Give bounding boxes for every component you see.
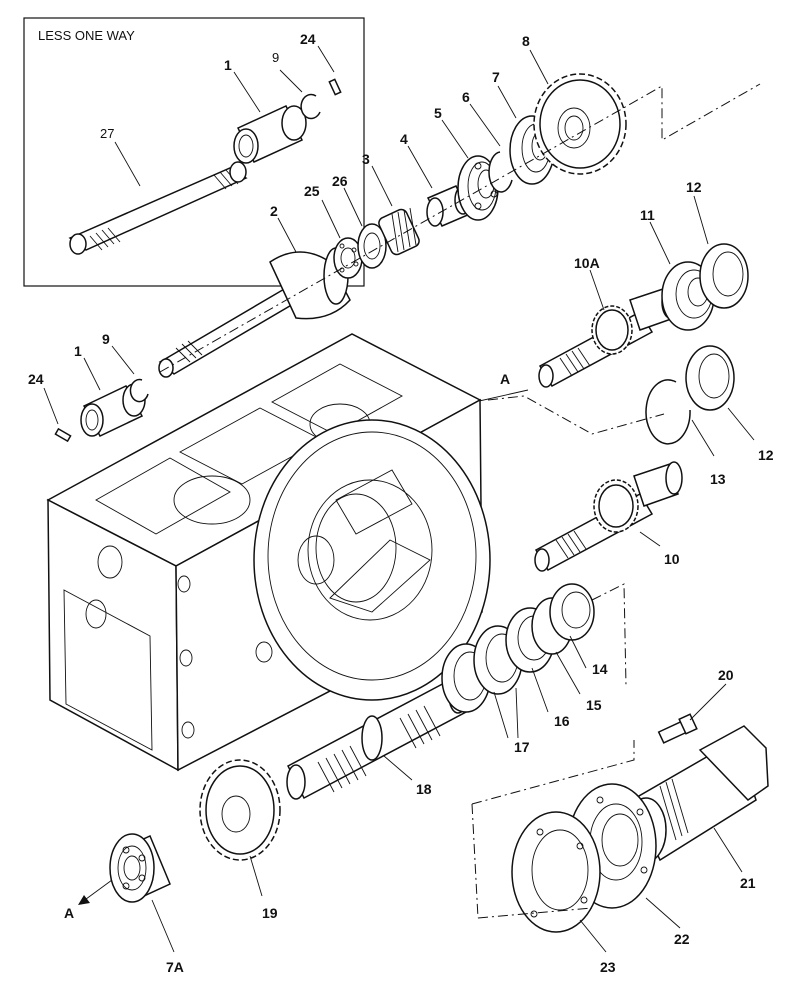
seal-14 xyxy=(549,583,595,641)
lower-shaft-assembly: A 14 15 16 17 18 19 7A xyxy=(64,583,627,975)
label-11: 11 xyxy=(640,207,655,223)
pinion-shaft-10 xyxy=(534,461,683,572)
pin-24-inset xyxy=(328,78,342,96)
label-9: 9 xyxy=(102,331,110,347)
label-14: 14 xyxy=(592,661,608,677)
label-10: 10 xyxy=(664,551,680,567)
seal-12-upper xyxy=(699,243,749,309)
label-21: 21 xyxy=(740,875,756,891)
label-27: 27 xyxy=(100,126,114,141)
label-12-lower: 12 xyxy=(758,447,774,463)
label-9-inset: 9 xyxy=(272,50,279,65)
label-25: 25 xyxy=(304,183,320,199)
label-4: 4 xyxy=(400,131,408,147)
label-2: 2 xyxy=(270,203,278,219)
label-5: 5 xyxy=(434,105,442,121)
inset-title: LESS ONE WAY xyxy=(38,28,135,43)
label-6: 6 xyxy=(462,89,470,105)
gear-19 xyxy=(199,759,281,861)
label-7A: 7A xyxy=(166,959,184,975)
ring-26 xyxy=(357,223,387,269)
label-1-inset: 1 xyxy=(224,57,232,73)
snap-ring-6 xyxy=(488,151,513,193)
label-13: 13 xyxy=(710,471,726,487)
inset-frame xyxy=(23,17,365,287)
label-20: 20 xyxy=(718,667,734,683)
label-A-lower: A xyxy=(64,905,74,921)
label-24-inset: 24 xyxy=(300,31,316,47)
pinion-shaft-10A xyxy=(538,285,679,388)
sleeve-1-inset xyxy=(233,105,307,164)
snap-ring-9-inset xyxy=(300,93,321,120)
label-7: 7 xyxy=(492,69,500,85)
needle-bearing-3 xyxy=(378,207,420,256)
label-16: 16 xyxy=(554,713,570,729)
bolt-20 xyxy=(657,713,698,744)
label-26: 26 xyxy=(332,173,348,189)
pin-24 xyxy=(54,427,72,443)
label-3: 3 xyxy=(362,151,370,167)
snap-ring-13 xyxy=(645,379,691,445)
label-1: 1 xyxy=(74,343,82,359)
lower-left-sleeve-group: 1 9 24 xyxy=(28,331,149,443)
label-19: 19 xyxy=(262,905,278,921)
label-A-upper: A xyxy=(500,371,510,387)
gasket-23 xyxy=(511,811,601,933)
label-15: 15 xyxy=(586,697,602,713)
label-12-upper: 12 xyxy=(686,179,702,195)
bearing-7A xyxy=(109,833,171,903)
label-18: 18 xyxy=(416,781,432,797)
snap-ring-9 xyxy=(129,378,149,403)
label-24: 24 xyxy=(28,371,44,387)
label-22: 22 xyxy=(674,931,690,947)
right-shaft-group: 12 11 10A 13 12 10 A xyxy=(462,179,774,572)
arrow-A-lower xyxy=(81,879,113,903)
gear-8 xyxy=(533,73,627,175)
label-17: 17 xyxy=(514,739,530,755)
upper-shaft-assembly: 8 7 6 5 4 3 26 25 2 xyxy=(158,33,761,378)
label-23: 23 xyxy=(600,959,616,975)
sleeve-1 xyxy=(80,383,146,437)
shaft-27 xyxy=(68,161,248,255)
label-10A: 10A xyxy=(574,255,600,271)
inset-less-one-way: LESS ONE WAY 1 9 xyxy=(23,17,365,287)
label-8: 8 xyxy=(522,33,530,49)
seal-12-lower xyxy=(685,345,735,411)
gearbox-housing xyxy=(46,333,491,772)
output-housing-group: 20 21 22 23 xyxy=(471,667,769,975)
